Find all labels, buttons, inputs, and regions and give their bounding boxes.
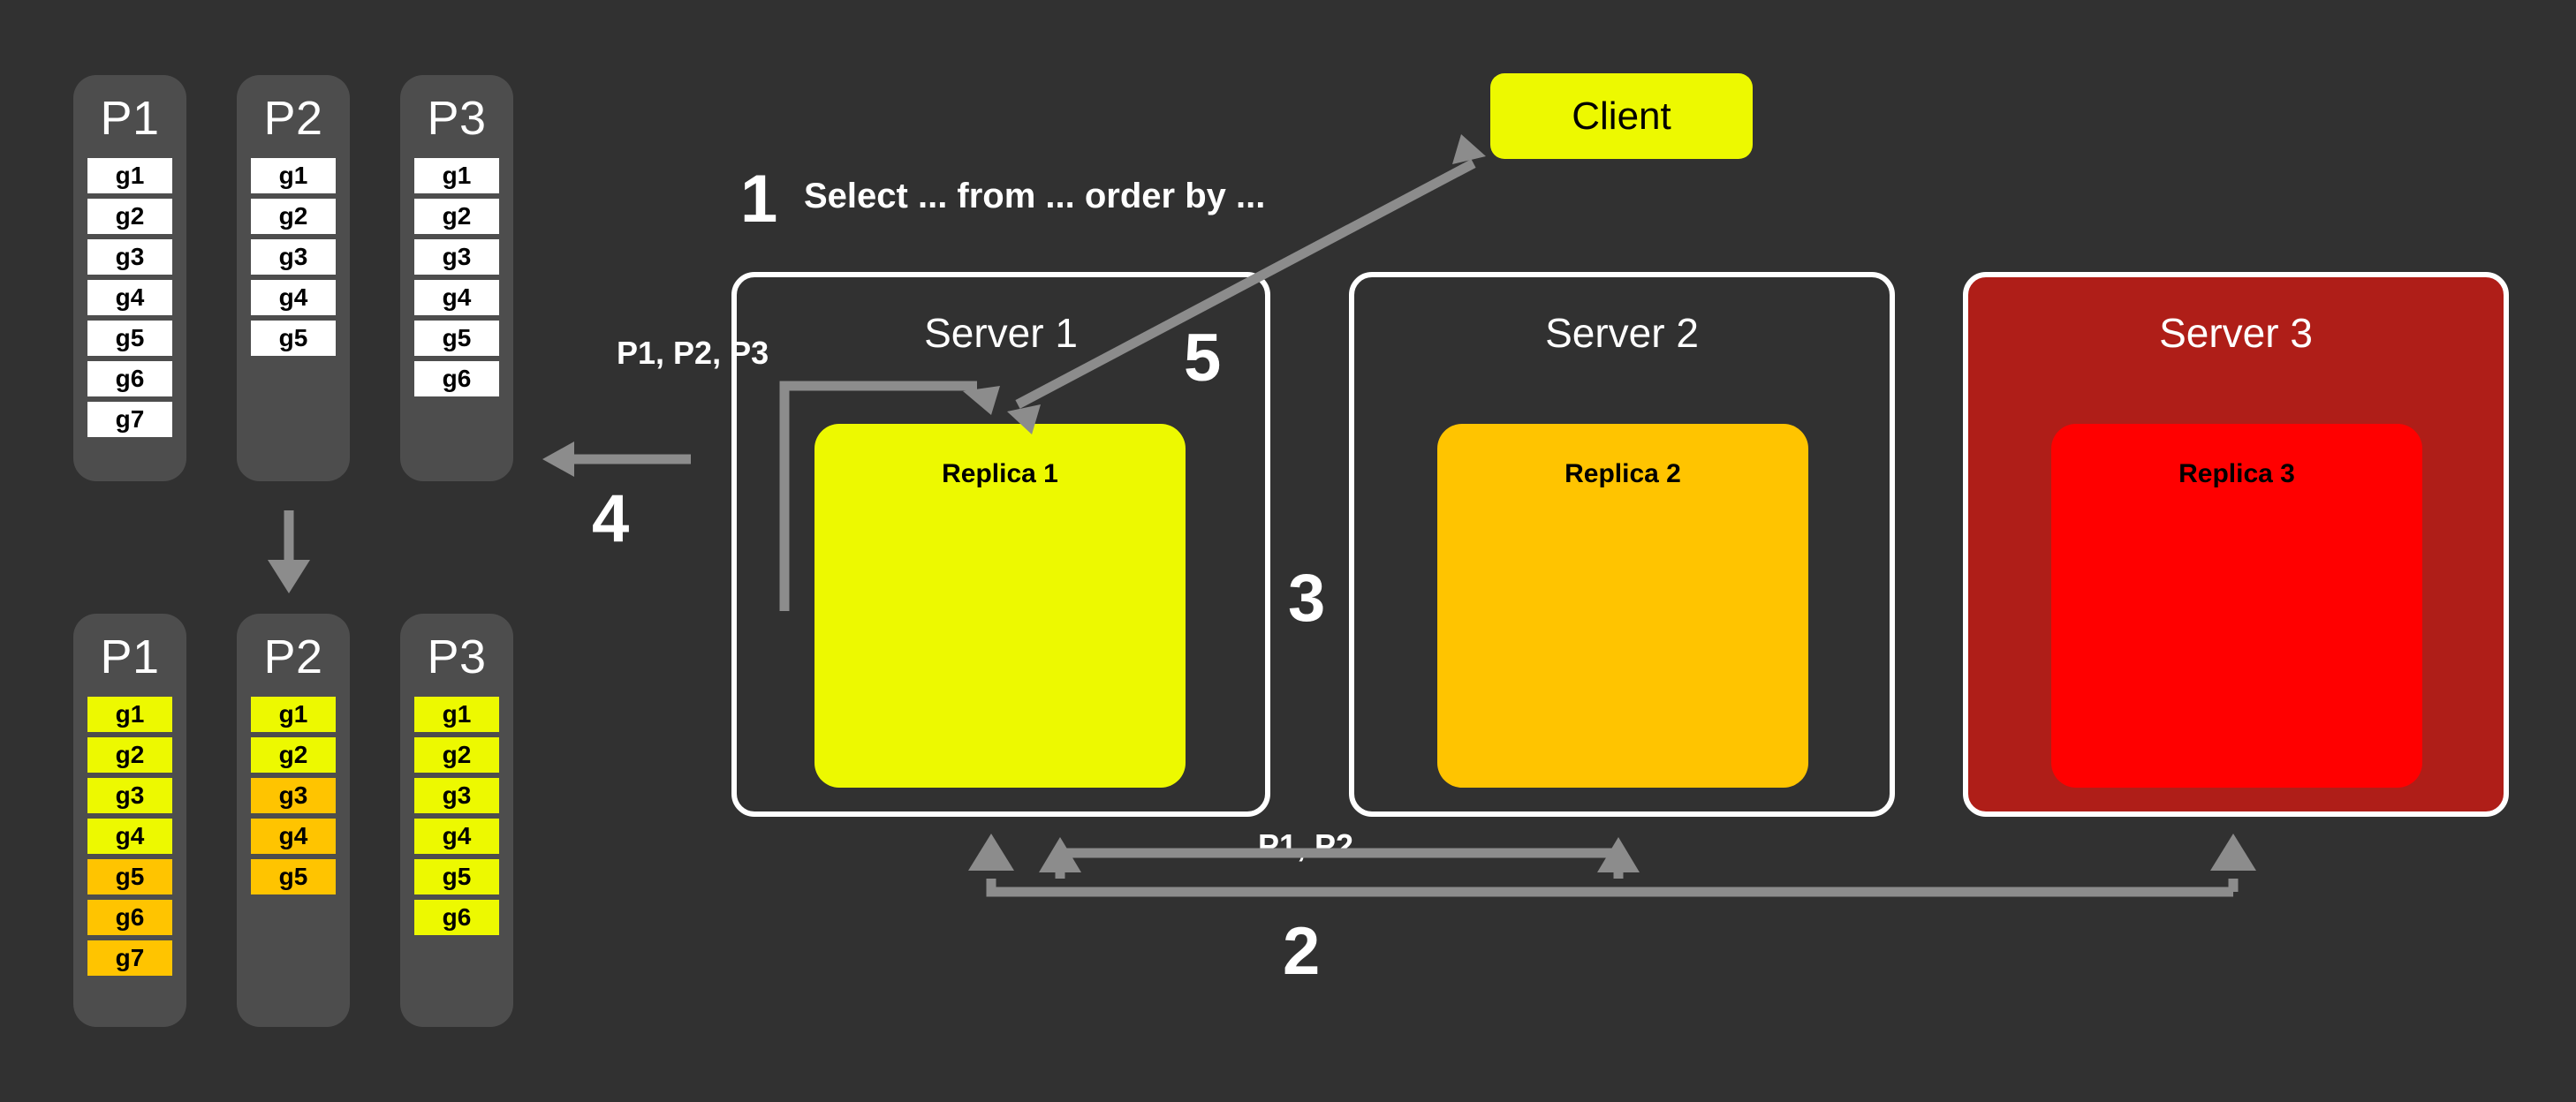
partition-cell: g7 (87, 940, 172, 976)
step-number-5: 5 (1184, 321, 1222, 396)
server-2-box[interactable]: Server 2 Replica 2 (1349, 272, 1895, 817)
partition-title: P2 (263, 92, 323, 145)
server-title: Server 2 (1545, 310, 1699, 356)
replica-2-box[interactable]: Replica 2 (1437, 424, 1808, 788)
partition-cell: g4 (414, 280, 499, 315)
partition-cell: g4 (87, 819, 172, 854)
partition-cell: g6 (87, 900, 172, 935)
partition-cell: g4 (87, 280, 172, 315)
query-label: Select ... from ... order by ... (804, 177, 1266, 215)
partition-cell-list: g1 g2 g3 g4 g5 g6 (414, 158, 499, 396)
fetch-remote-label: P1, P2 (1258, 827, 1354, 864)
partition-cell: g1 (87, 697, 172, 732)
partition-cell: g6 (414, 361, 499, 396)
partition-cell: g5 (251, 321, 336, 356)
replica-1-box[interactable]: Replica 1 (814, 424, 1186, 788)
partition-cell: g3 (87, 778, 172, 813)
partition-cell: g3 (251, 239, 336, 275)
partition-cell: g6 (414, 900, 499, 935)
partition-cell: g2 (251, 737, 336, 773)
partition-cell: g3 (414, 778, 499, 813)
partition-cell: g5 (87, 321, 172, 356)
step-number-4: 4 (592, 481, 630, 556)
partition-cell: g5 (414, 321, 499, 356)
server3-to-server1-arrow (968, 834, 2256, 897)
partition-title: P3 (427, 630, 487, 683)
server-title: Server 3 (2159, 310, 2313, 356)
partition-cell: g1 (251, 158, 336, 193)
partition-cell: g2 (251, 199, 336, 234)
client-node[interactable]: Client (1490, 73, 1753, 159)
partition-title: P3 (427, 92, 487, 145)
partition-cell: g5 (414, 859, 499, 894)
replica-3-box[interactable]: Replica 3 (2051, 424, 2422, 788)
partition-cell: g2 (87, 737, 172, 773)
partition-cell: g3 (251, 778, 336, 813)
step-number-2: 2 (1283, 914, 1321, 989)
partition-cell-list: g1 g2 g3 g4 g5 g6 (414, 697, 499, 935)
partition-cell-list: g1 g2 g3 g4 g5 g6 g7 (87, 697, 172, 976)
replica-label: Replica 1 (942, 459, 1058, 488)
partition-cell: g1 (414, 158, 499, 193)
partition-cell-list: g1 g2 g3 g4 g5 g6 g7 (87, 158, 172, 437)
partition-cell: g7 (87, 402, 172, 437)
partition-title: P2 (263, 630, 323, 683)
partition-cell: g2 (414, 737, 499, 773)
partition-cell: g6 (87, 361, 172, 396)
partition-cell: g3 (414, 239, 499, 275)
partition-cell: g1 (414, 697, 499, 732)
partition-cell: g5 (251, 859, 336, 894)
partition-cell: g4 (251, 280, 336, 315)
partition-top-p3: P3 g1 g2 g3 g4 g5 g6 (400, 75, 513, 481)
partition-bottom-p2: P2 g1 g2 g3 g4 g5 (237, 614, 350, 1027)
partition-cell-list: g1 g2 g3 g4 g5 (251, 697, 336, 894)
partition-cell: g4 (414, 819, 499, 854)
partition-cell: g3 (87, 239, 172, 275)
partition-cell-list: g1 g2 g3 g4 g5 (251, 158, 336, 356)
partition-top-p2: P2 g1 g2 g3 g4 g5 (237, 75, 350, 481)
partition-cell: g2 (87, 199, 172, 234)
step-number-3: 3 (1288, 561, 1326, 636)
p2-rewrite-arrow (268, 510, 310, 593)
partition-cell: g4 (251, 819, 336, 854)
replica-label: Replica 2 (1565, 459, 1681, 488)
partition-top-p1: P1 g1 g2 g3 g4 g5 g6 g7 (73, 75, 186, 481)
partition-title: P1 (100, 630, 160, 683)
merge-inputs-label: P1, P2, P3 (617, 335, 769, 371)
step-4-arrow (542, 442, 691, 477)
replica-label: Replica 3 (2178, 459, 2295, 488)
partition-cell: g2 (414, 199, 499, 234)
partition-cell: g5 (87, 859, 172, 894)
partition-bottom-p1: P1 g1 g2 g3 g4 g5 g6 g7 (73, 614, 186, 1027)
partition-title: P1 (100, 92, 160, 145)
partition-cell: g1 (251, 697, 336, 732)
partition-cell: g1 (87, 158, 172, 193)
server-3-box[interactable]: Server 3 Replica 3 (1963, 272, 2509, 817)
step-number-1: 1 (740, 162, 778, 237)
partition-bottom-p3: P3 g1 g2 g3 g4 g5 g6 (400, 614, 513, 1027)
